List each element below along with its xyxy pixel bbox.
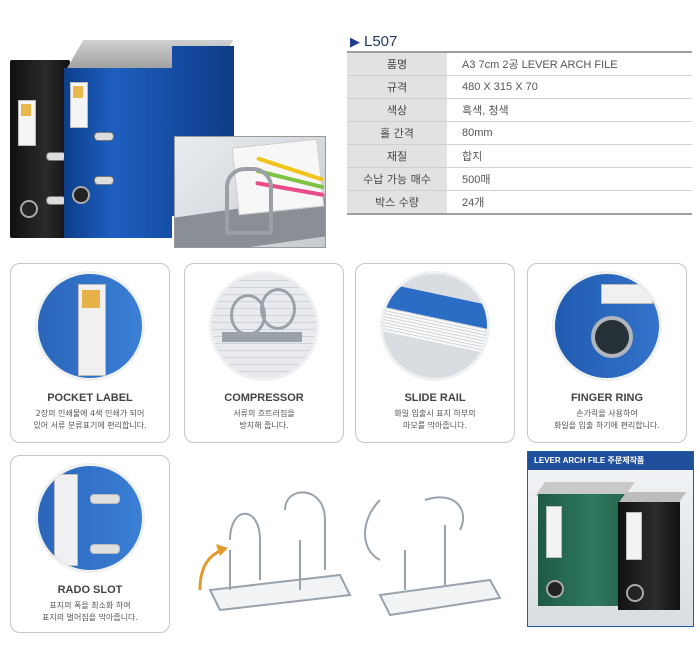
- feature-desc-line: 표지의 폭을 최소화 하여: [49, 601, 131, 610]
- finger-ring: [20, 200, 38, 218]
- spec-key: 색상: [347, 98, 448, 122]
- rado-slot: [46, 152, 66, 161]
- feature-title: RADO SLOT: [57, 584, 123, 596]
- spine-label: [546, 506, 562, 558]
- spec-value: 합지: [447, 144, 692, 168]
- spec-value: 500매: [447, 167, 692, 191]
- feature-desc-line: 방지해 줍니다.: [239, 421, 289, 430]
- spec-key: 규격: [347, 75, 448, 99]
- spec-key: 수납 가능 매수: [347, 167, 448, 191]
- feature-desc-line: 서류의 흐트러짐을: [233, 409, 295, 418]
- rado-slot: [94, 176, 114, 185]
- spec-key: 재질: [347, 144, 448, 168]
- spec-value: 80mm: [447, 121, 692, 145]
- feature-desc-line: 표지의 벌어짐을 막아줍니다.: [42, 613, 138, 622]
- spec-key: 홀 간격: [347, 121, 448, 145]
- feature-description: 손가락을 사용하여 화일을 입출 하기에 편리합니다.: [532, 408, 682, 432]
- finger-ring: [72, 186, 90, 204]
- blue-binder: [64, 68, 172, 238]
- spine-label: [626, 512, 642, 560]
- pocket-label-image: [38, 274, 142, 378]
- finger-ring-hole: [591, 316, 633, 358]
- spine-label: [70, 82, 88, 128]
- product-code-heading: ▶ L507: [350, 33, 397, 50]
- feature-title: SLIDE RAIL: [404, 392, 466, 404]
- arrow-head-icon: [216, 544, 228, 556]
- rado-slot: [94, 132, 114, 141]
- label-color-tab: [82, 290, 100, 308]
- slide-rail-image: [383, 274, 487, 378]
- feature-title: POCKET LABEL: [47, 392, 133, 404]
- rado-slot: [46, 196, 66, 205]
- feature-desc-line: 있어 서류 분류표기에 편리합니다.: [33, 421, 147, 430]
- arrow-icon: [198, 548, 223, 591]
- lever-mechanism: [225, 167, 273, 235]
- lever-ring: [260, 288, 296, 330]
- green-binder: [538, 494, 630, 606]
- play-arrow-icon: ▶: [350, 34, 360, 49]
- feature-description: 화일 입출시 표지 하부의 마모를 막아줍니다.: [360, 408, 510, 432]
- pocket-label: [54, 474, 78, 566]
- feature-title: FINGER RING: [570, 392, 644, 404]
- paper-grid: [212, 274, 316, 378]
- compressor-inset-photo: [174, 136, 326, 248]
- feature-desc-line: 2장의 인쇄물에 4색 인쇄가 되어: [35, 409, 145, 418]
- spec-value: 24개: [447, 190, 692, 215]
- finger-ring-image: [555, 274, 659, 378]
- compressor-bar: [222, 332, 302, 342]
- product-photo: [6, 40, 326, 248]
- feature-card-pocket-label: POCKET LABEL 2장의 인쇄물에 4색 인쇄가 되어 있어 서류 분류…: [10, 263, 170, 443]
- feature-description: 표지의 폭을 최소화 하여 표지의 벌어짐을 막아줍니다.: [15, 600, 165, 624]
- feature-desc-line: 화일 입출시 표지 하부의: [394, 409, 476, 418]
- product-code: L507: [364, 33, 398, 50]
- compressor-image: [212, 274, 316, 378]
- spec-value: A3 7cm 2공 LEVER ARCH FILE: [447, 51, 692, 76]
- black-binder: [10, 60, 70, 238]
- feature-desc-line: 화일을 입출 하기에 편리합니다.: [554, 421, 660, 430]
- feature-card-slide-rail: SLIDE RAIL 화일 입출시 표지 하부의 마모를 막아줍니다.: [355, 263, 515, 443]
- custom-order-photo: LEVER ARCH FILE 주문제작품: [527, 451, 694, 627]
- feature-card-finger-ring: FINGER RING 손가락을 사용하여 화일을 입출 하기에 편리합니다.: [527, 263, 687, 443]
- feature-desc-line: 마모를 막아줍니다.: [403, 421, 467, 430]
- barcode-label: [601, 284, 653, 304]
- spec-value: 흑색, 청색: [447, 98, 692, 122]
- feature-card-rado-slot: RADO SLOT 표지의 폭을 최소화 하여 표지의 벌어짐을 막아줍니다.: [10, 455, 170, 633]
- spine-label: [18, 100, 36, 146]
- feature-desc-line: 손가락을 사용하여: [576, 409, 638, 418]
- lever-mechanism-diagram: [198, 491, 502, 617]
- spec-key: 박스 수량: [347, 190, 448, 215]
- feature-title: COMPRESSOR: [224, 392, 304, 404]
- black-binder: [618, 502, 680, 610]
- rado-slot-image: [38, 466, 142, 570]
- spec-value: 480 X 315 X 70: [447, 75, 692, 99]
- custom-order-banner: LEVER ARCH FILE 주문제작품: [528, 452, 693, 470]
- open-mechanism: [364, 496, 502, 617]
- feature-description: 2장의 인쇄물에 4색 인쇄가 되어 있어 서류 분류표기에 편리합니다.: [15, 408, 165, 432]
- finger-ring: [546, 580, 564, 598]
- finger-ring: [626, 584, 644, 602]
- rado-slot-hole: [90, 544, 120, 554]
- feature-card-compressor: COMPRESSOR 서류의 흐트러짐을 방지해 줍니다.: [184, 263, 344, 443]
- feature-description: 서류의 흐트러짐을 방지해 줍니다.: [189, 408, 339, 432]
- closed-mechanism: [208, 491, 352, 612]
- rado-slot-hole: [90, 494, 120, 504]
- spec-key: 품명: [347, 51, 448, 76]
